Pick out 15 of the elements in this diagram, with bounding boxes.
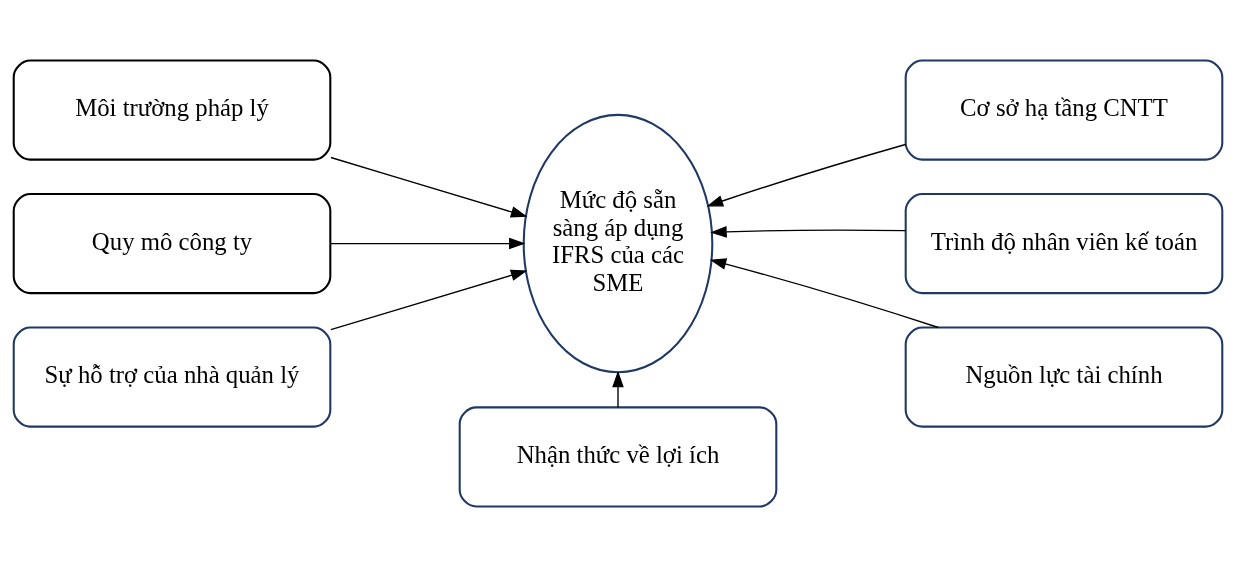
node-ellipse: Mức độ sẵn sàng áp dụng IFRS của các SME (522, 113, 714, 374)
node-box: Nhận thức về lợi ích (458, 406, 778, 508)
arrow (710, 226, 907, 238)
node-box: Quy mô công ty (12, 193, 332, 295)
node-box: Trình độ nhân viên kế toán (904, 193, 1224, 295)
node-box: Sự hỗ trợ của nhà quản lý (12, 326, 332, 428)
arrow (330, 237, 526, 250)
arrow (330, 269, 528, 331)
arrow (612, 370, 624, 409)
node-box: Nguồn lực tài chính (904, 326, 1224, 428)
arrow (330, 156, 528, 218)
arrow (706, 143, 907, 207)
arrow (709, 258, 940, 329)
node-box: Môi trường pháp lý (12, 59, 332, 161)
node-box: Cơ sở hạ tầng CNTT (904, 59, 1224, 161)
